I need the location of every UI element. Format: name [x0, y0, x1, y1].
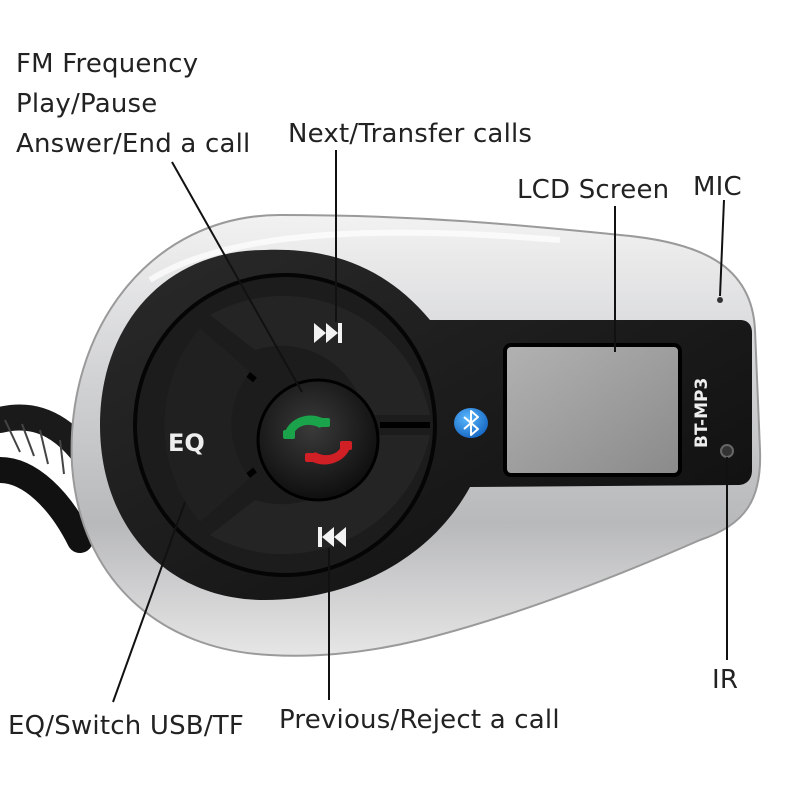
callout-previous-reject: Previous/Reject a call: [279, 705, 560, 735]
answer-reject-call-icon: [283, 415, 352, 465]
callout-next-transfer: Next/Transfer calls: [288, 119, 533, 149]
callout-fm-frequency: FM Frequency: [16, 49, 199, 79]
callout-ir: IR: [712, 665, 739, 695]
callout-eq-switch: EQ/Switch USB/TF: [8, 711, 245, 741]
callout-play-pause: Play/Pause: [16, 89, 158, 119]
callout-mic: MIC: [693, 172, 742, 202]
next-track-icon: [314, 323, 342, 343]
previous-button[interactable]: [210, 435, 430, 555]
mic-hole: [717, 297, 723, 303]
previous-track-icon: [318, 527, 346, 547]
eq-button-label: EQ: [168, 429, 205, 457]
model-label: BT-MP3: [692, 378, 712, 448]
ir-sensor: [720, 444, 734, 458]
lcd-screen: [503, 343, 682, 477]
bluetooth-icon: [454, 408, 488, 438]
callout-answer-end: Answer/End a call: [16, 129, 251, 159]
eq-button[interactable]: [164, 328, 250, 522]
call-button[interactable]: [256, 378, 380, 502]
callout-lines: [112, 150, 728, 703]
callout-lcd-screen: LCD Screen: [517, 175, 670, 205]
